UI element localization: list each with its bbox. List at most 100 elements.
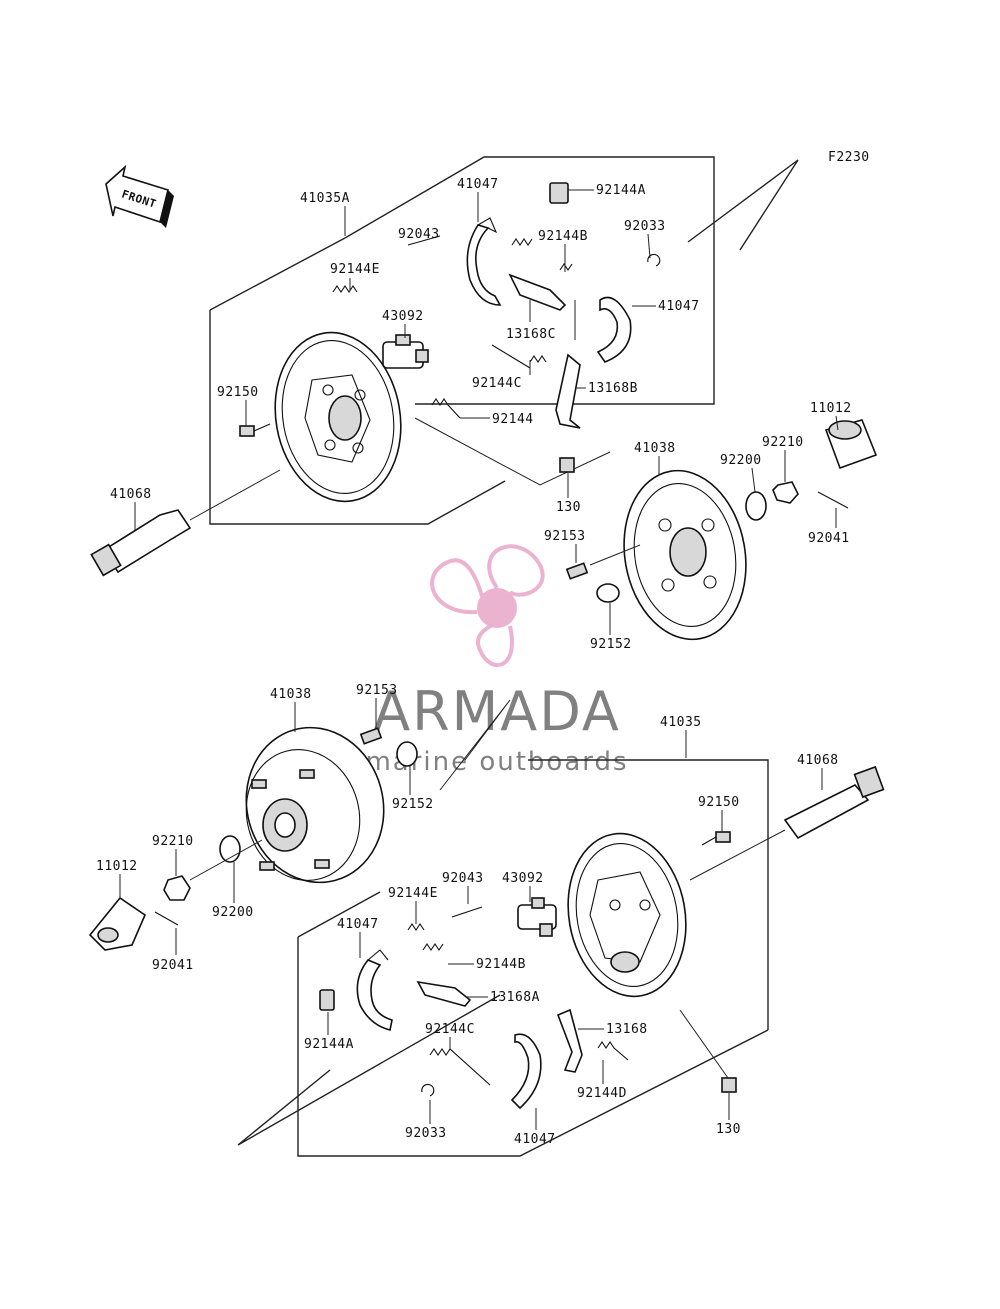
brake-drum-icon bbox=[245, 726, 385, 884]
upper-labels: 41035A 41047 92144A 92043 92144B 92033 9… bbox=[110, 177, 852, 652]
pin-icon bbox=[407, 235, 441, 246]
part-label-92150: 92150 bbox=[217, 385, 259, 400]
axle-shaft-icon bbox=[90, 509, 192, 577]
nut-icon bbox=[772, 481, 799, 504]
spring-icon bbox=[491, 344, 547, 369]
part-label-92144d: 92144D bbox=[577, 1086, 627, 1101]
part-label-41038: 41038 bbox=[634, 441, 676, 456]
part-label-92152-lower: 92152 bbox=[392, 797, 434, 812]
cotter-pin-icon bbox=[154, 911, 179, 926]
front-arrow-icon: FRONT bbox=[105, 164, 174, 228]
part-label-92144b-lower: 92144B bbox=[476, 957, 526, 972]
upper-assembly bbox=[90, 156, 878, 641]
part-label-92041-lower: 92041 bbox=[152, 958, 194, 973]
seal-icon bbox=[396, 741, 418, 767]
part-label-92200: 92200 bbox=[720, 453, 762, 468]
part-label-92144a: 92144A bbox=[596, 183, 646, 198]
part-label-41047: 41047 bbox=[457, 177, 499, 192]
part-label-92200-lower: 92200 bbox=[212, 905, 254, 920]
lever-icon bbox=[508, 273, 567, 311]
part-label-43092-lower: 43092 bbox=[502, 871, 544, 886]
part-label-92144c-lower: 92144C bbox=[425, 1022, 475, 1037]
lower-labels: 41038 92153 41035 41068 92152 92150 9221… bbox=[96, 683, 839, 1147]
part-label-92041: 92041 bbox=[808, 531, 850, 546]
shoe-hold-clip-icon bbox=[549, 182, 569, 204]
spring-icon bbox=[429, 1048, 491, 1086]
wheel-cylinder-icon bbox=[517, 897, 557, 937]
part-label-130: 130 bbox=[556, 500, 581, 515]
part-label-92144e-lower: 92144E bbox=[388, 886, 438, 901]
spring-icon bbox=[332, 285, 358, 293]
part-label-92144c: 92144C bbox=[472, 376, 522, 391]
part-label-92152: 92152 bbox=[590, 637, 632, 652]
part-label-41035a: 41035A bbox=[300, 191, 350, 206]
brake-shoe-icon bbox=[466, 217, 502, 306]
lower-assembly bbox=[88, 699, 885, 1157]
brake-shoe-icon bbox=[356, 949, 393, 1031]
spring-icon bbox=[511, 238, 533, 246]
lever-icon bbox=[555, 353, 581, 429]
part-label-11012: 11012 bbox=[810, 401, 852, 416]
shoe-hold-clip-icon bbox=[319, 989, 335, 1011]
lever-icon bbox=[556, 1008, 583, 1073]
spring-icon bbox=[597, 1041, 629, 1061]
part-label-92153-lower: 92153 bbox=[356, 683, 398, 698]
part-label-41047-b: 41047 bbox=[658, 299, 700, 314]
spring-icon bbox=[422, 943, 444, 951]
part-label-92033-lower: 92033 bbox=[405, 1126, 447, 1141]
wheel-cylinder-icon bbox=[382, 334, 429, 369]
part-label-13168b: 13168B bbox=[588, 381, 638, 396]
part-label-41047-lower-a: 41047 bbox=[337, 917, 379, 932]
part-label-92210-lower: 92210 bbox=[152, 834, 194, 849]
part-label-43092: 43092 bbox=[382, 309, 424, 324]
brake-shoe-icon bbox=[596, 296, 632, 363]
part-label-130-lower: 130 bbox=[716, 1122, 741, 1137]
e-clip-icon bbox=[647, 253, 661, 267]
stud-icon bbox=[565, 562, 589, 580]
brake-shoe-icon bbox=[510, 1033, 542, 1110]
part-label-92144: 92144 bbox=[492, 412, 534, 427]
part-label-13168: 13168 bbox=[606, 1022, 648, 1037]
part-label-41038-lower: 41038 bbox=[270, 687, 312, 702]
part-label-92153: 92153 bbox=[544, 529, 586, 544]
lever-icon bbox=[416, 980, 472, 1007]
part-label-41035: 41035 bbox=[660, 715, 702, 730]
part-label-13168a: 13168A bbox=[490, 990, 540, 1005]
bolt-icon bbox=[721, 1077, 737, 1093]
part-label-92144e: 92144E bbox=[330, 262, 380, 277]
bolt-icon bbox=[239, 423, 271, 437]
part-label-92210: 92210 bbox=[762, 435, 804, 450]
brake-backing-plate-icon bbox=[567, 832, 687, 998]
watermark-brand: ARMADA bbox=[373, 680, 621, 743]
part-label-92043-lower: 92043 bbox=[442, 871, 484, 886]
part-label-11012-lower: 11012 bbox=[96, 859, 138, 874]
part-label-41068-lower: 41068 bbox=[797, 753, 839, 768]
brake-drum-icon bbox=[623, 469, 747, 641]
spring-icon bbox=[431, 398, 461, 419]
part-label-92144a-lower: 92144A bbox=[304, 1037, 354, 1052]
pin-icon bbox=[451, 906, 483, 918]
stud-icon bbox=[359, 727, 383, 745]
cotter-pin-icon bbox=[817, 491, 849, 509]
part-label-41047-lower-b: 41047 bbox=[514, 1132, 556, 1147]
figure-code: F2230 bbox=[828, 150, 870, 165]
part-label-92144b: 92144B bbox=[538, 229, 588, 244]
part-label-13168c: 13168C bbox=[506, 327, 556, 342]
spring-icon bbox=[559, 263, 573, 271]
part-label-92150-lower: 92150 bbox=[698, 795, 740, 810]
upper-frame bbox=[344, 156, 715, 405]
brake-backing-plate-icon bbox=[274, 331, 402, 503]
spring-icon bbox=[407, 923, 425, 931]
bolt-icon bbox=[559, 457, 575, 473]
part-label-41068: 41068 bbox=[110, 487, 152, 502]
part-label-92033: 92033 bbox=[624, 219, 666, 234]
axle-shaft-icon bbox=[783, 765, 885, 840]
washer-icon bbox=[745, 491, 767, 521]
hub-cap-icon bbox=[824, 419, 878, 470]
bolt-icon bbox=[701, 831, 731, 846]
hub-cap-icon bbox=[88, 896, 146, 951]
nut-icon bbox=[163, 875, 191, 901]
seal-icon bbox=[596, 583, 620, 603]
part-label-92043: 92043 bbox=[398, 227, 440, 242]
